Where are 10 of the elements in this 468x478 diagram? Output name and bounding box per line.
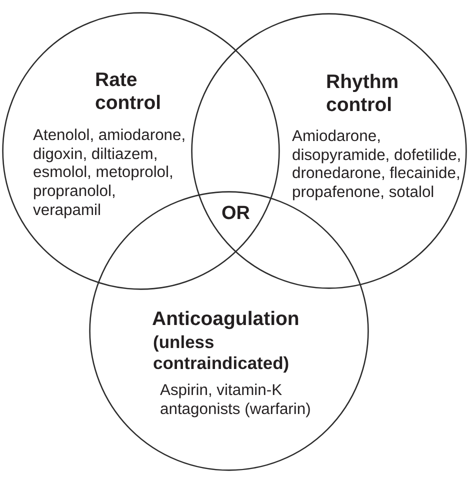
drug-list: Atenolol, amiodarone, digoxin, diltiazem, esmolol, metoprolol, propranolol, verapamil xyxy=(33,127,195,221)
venn-circle xyxy=(2,12,280,290)
drug-list: Aspirin, vitamin-K antagonists (warfarin) xyxy=(160,382,325,420)
overlap-label: OR xyxy=(222,203,250,226)
drug-list: Amiodarone, disopyramide, dofetilide, dronedarone, flecainide, propafenone, sotalol xyxy=(292,128,466,203)
set-heading: Rhythm control xyxy=(326,71,400,118)
set-subheading: (unless contraindicated) xyxy=(153,332,290,374)
set-heading: Rate control xyxy=(95,69,162,116)
venn-circle xyxy=(191,13,467,289)
set-heading: Anticoagulation xyxy=(152,308,300,332)
